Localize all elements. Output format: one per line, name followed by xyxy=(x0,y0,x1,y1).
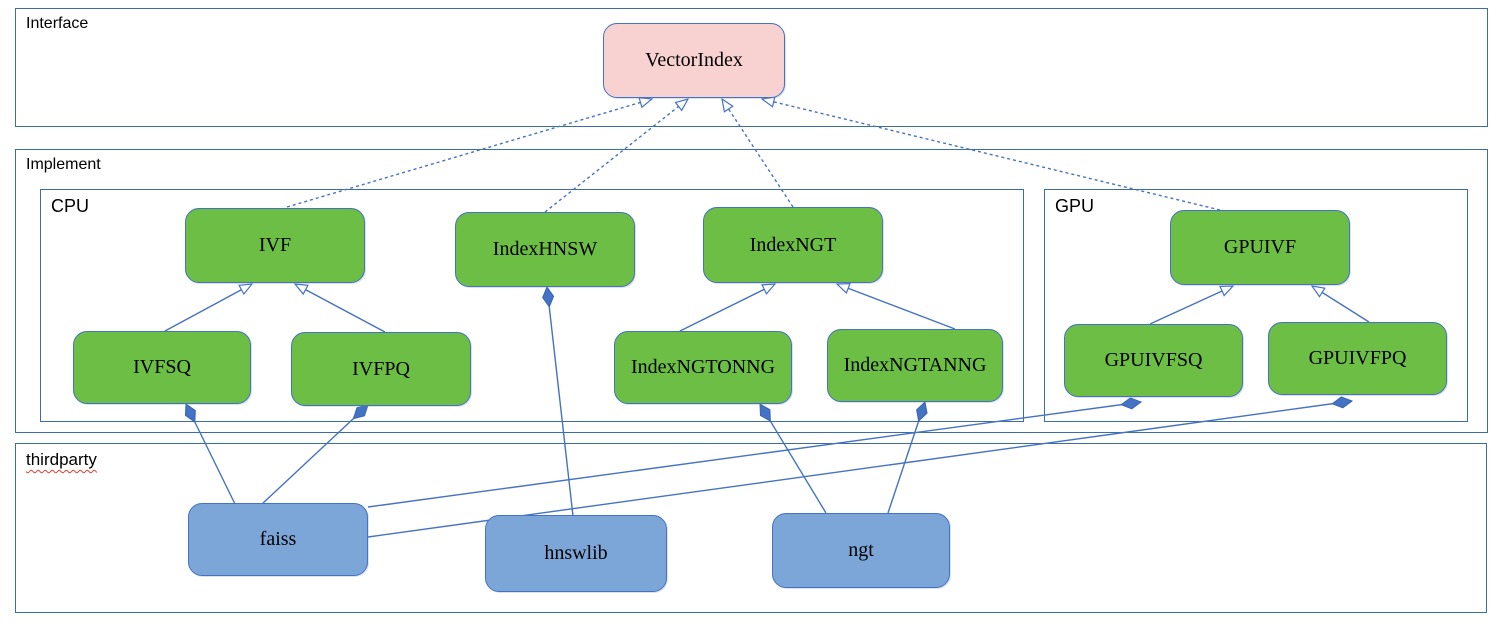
node-ivfsq-label: IVFSQ xyxy=(133,356,191,378)
node-gpuivfpq[interactable]: GPUIVFPQ xyxy=(1268,322,1447,395)
node-vectorindex-label: VectorIndex xyxy=(645,49,743,71)
container-thirdparty-label: thirdparty xyxy=(26,450,97,469)
container-implement-label: Implement xyxy=(26,156,101,173)
node-gpuivfpq-label: GPUIVFPQ xyxy=(1308,347,1407,369)
node-indexngtanng[interactable]: IndexNGTANNG xyxy=(827,329,1003,402)
node-faiss[interactable]: faiss xyxy=(188,503,368,576)
node-faiss-label: faiss xyxy=(259,528,297,550)
node-indexhnsw[interactable]: IndexHNSW xyxy=(455,212,635,287)
node-ngt[interactable]: ngt xyxy=(772,513,950,588)
node-indexhnsw-label: IndexHNSW xyxy=(492,238,598,260)
node-indexngtonng[interactable]: IndexNGTONNG xyxy=(614,331,792,404)
node-ivfpq[interactable]: IVFPQ xyxy=(291,332,471,406)
node-vectorindex[interactable]: VectorIndex xyxy=(603,23,785,98)
node-ngt-label: ngt xyxy=(848,539,874,561)
node-ivfsq[interactable]: IVFSQ xyxy=(73,331,251,404)
node-gpuivf-label: GPUIVF xyxy=(1223,236,1297,258)
container-cpu-label: CPU xyxy=(51,196,90,216)
node-gpuivfsq-label: GPUIVFSQ xyxy=(1104,349,1203,371)
node-hnswlib-label: hnswlib xyxy=(544,542,608,564)
container-interface-label: Interface xyxy=(26,15,89,32)
node-ivf-label: IVF xyxy=(258,234,292,256)
node-ivf[interactable]: IVF xyxy=(185,208,365,283)
container-gpu-label: GPU xyxy=(1055,196,1095,216)
node-indexngtonng-label: IndexNGTONNG xyxy=(630,356,776,378)
node-hnswlib[interactable]: hnswlib xyxy=(485,515,667,592)
node-indexngtanng-label: IndexNGTANNG xyxy=(843,354,987,376)
node-gpuivfsq[interactable]: GPUIVFSQ xyxy=(1064,324,1243,397)
node-indexngt[interactable]: IndexNGT xyxy=(703,207,883,283)
node-ivfpq-label: IVFPQ xyxy=(352,357,410,380)
node-indexngt-label: IndexNGT xyxy=(749,233,837,256)
node-gpuivf[interactable]: GPUIVF xyxy=(1170,210,1350,285)
